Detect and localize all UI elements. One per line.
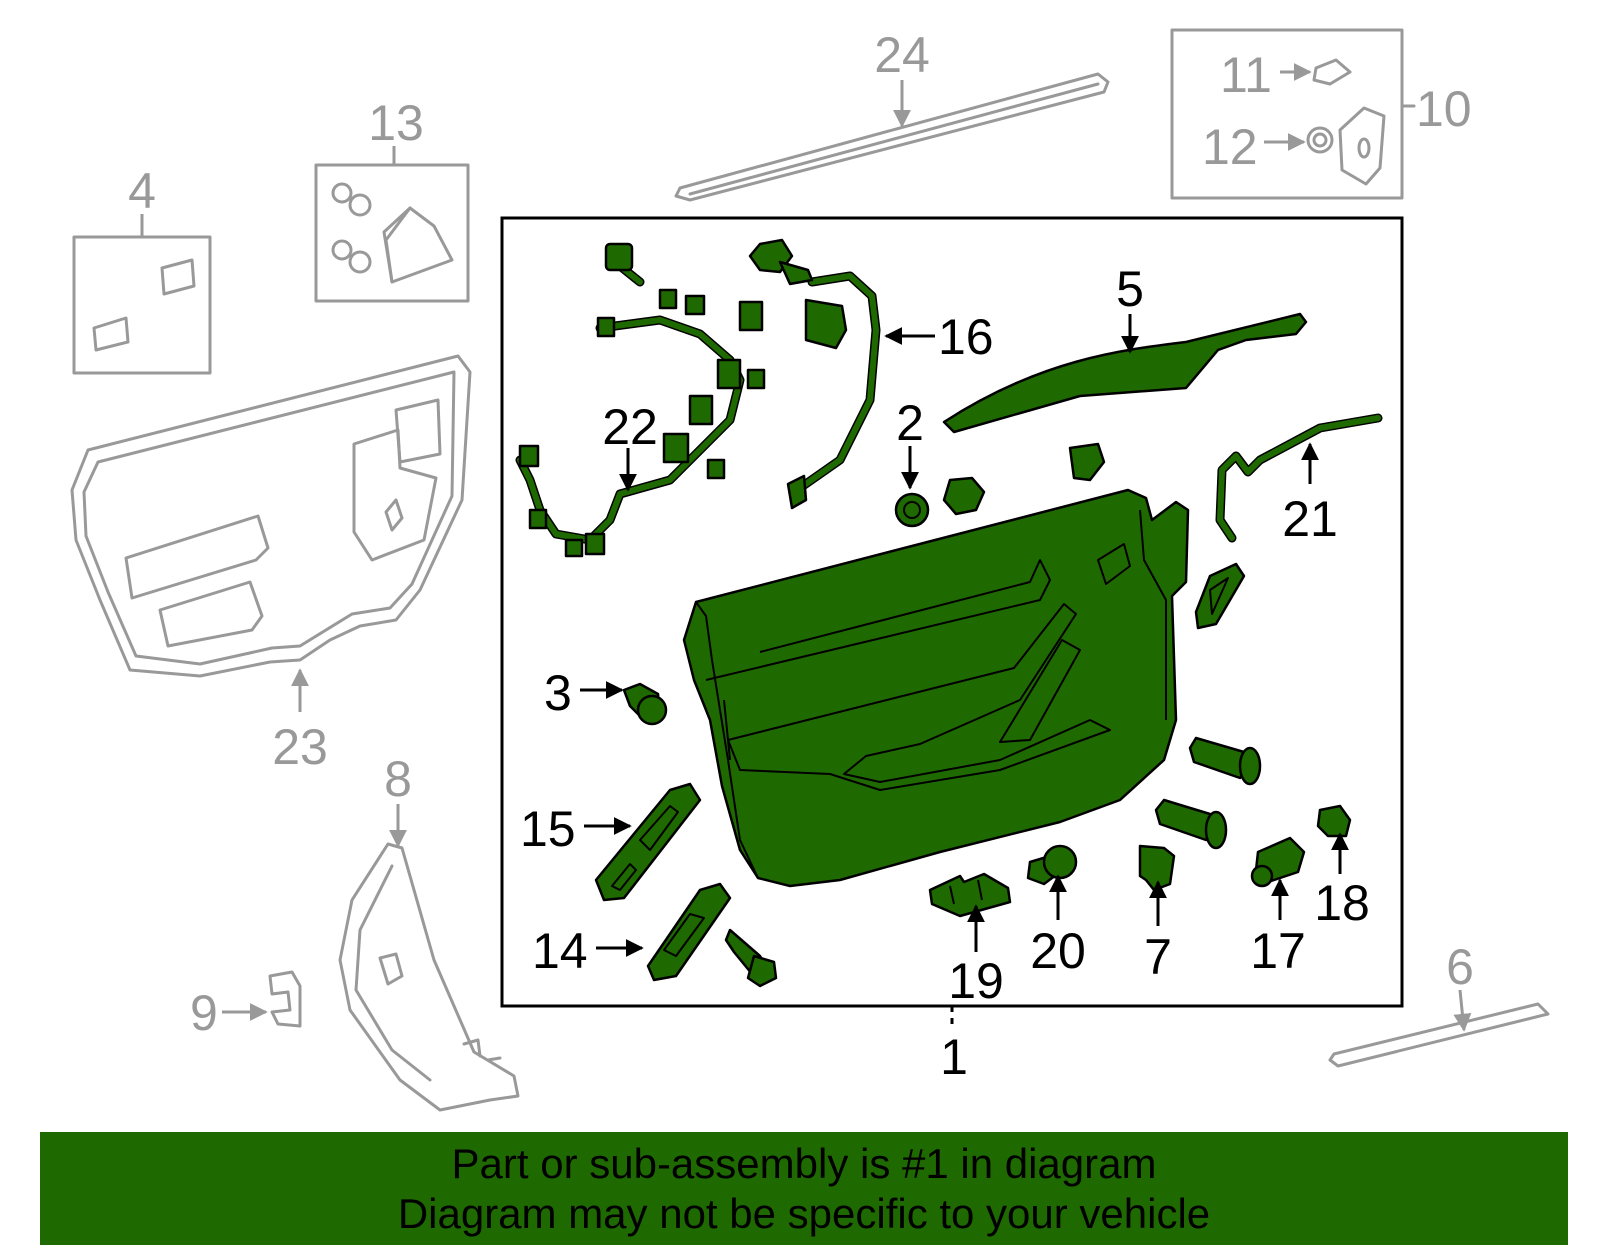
- callout-4: 4: [128, 163, 156, 219]
- part-6-molding: [1328, 1002, 1550, 1068]
- banner-line-1: Part or sub-assembly is #1 in diagram: [451, 1139, 1157, 1187]
- callout-6: 6: [1446, 939, 1474, 995]
- part-bolt-lower: [724, 928, 778, 988]
- callout-20: 20: [1030, 923, 1086, 979]
- part-23-door-panel: [70, 354, 472, 678]
- part-9-clip: [268, 970, 302, 1028]
- callout-3: 3: [544, 665, 572, 721]
- callout-22: 22: [602, 399, 658, 455]
- part-20-clip: [1026, 844, 1078, 886]
- part-bezel-right: [1194, 562, 1246, 630]
- banner-line-2: Diagram may not be specific to your vehi…: [397, 1189, 1211, 1237]
- callouts: 24 13 4 11 12 10 23 8 9 6 5 16 2 22 21 3…: [128, 27, 1474, 1085]
- part-3-screw: [622, 682, 668, 726]
- callout-13: 13: [368, 95, 424, 151]
- callout-16: 16: [938, 309, 994, 365]
- callout-18: 18: [1314, 875, 1370, 931]
- callout-5: 5: [1116, 261, 1144, 317]
- part-15-switch-panel: [594, 782, 702, 902]
- part-21-cable: [1215, 413, 1383, 543]
- part-8-trim: [338, 842, 520, 1112]
- callout-1: 1: [940, 1029, 968, 1085]
- callout-23: 23: [272, 719, 328, 775]
- part-17-clip: [1250, 836, 1306, 888]
- part-24-belt-molding: [674, 72, 1110, 202]
- part-5-upper-trim: [942, 312, 1308, 434]
- callout-7: 7: [1144, 929, 1172, 985]
- callout-17: 17: [1250, 923, 1306, 979]
- part-22-wiring-harness: [515, 242, 766, 558]
- part-10-kit: [1170, 28, 1416, 200]
- callout-2: 2: [896, 395, 924, 451]
- callout-21: 21: [1282, 491, 1338, 547]
- part-bolts-right: [1154, 736, 1262, 850]
- part-1-door-trim-panel: [682, 488, 1190, 888]
- callout-14: 14: [532, 923, 588, 979]
- callout-11: 11: [1220, 47, 1272, 103]
- callout-9: 9: [190, 985, 218, 1041]
- leader-lines: [140, 63, 1472, 1032]
- callout-24: 24: [874, 27, 930, 83]
- part-2-clip: [894, 442, 1106, 528]
- part-4-panel: [72, 235, 212, 375]
- callout-8: 8: [384, 751, 412, 807]
- callout-19: 19: [948, 953, 1004, 1009]
- callout-12: 12: [1202, 119, 1258, 175]
- callout-15: 15: [520, 801, 576, 857]
- callout-10: 10: [1416, 81, 1472, 137]
- info-banner: Part or sub-assembly is #1 in diagram Di…: [40, 1132, 1568, 1245]
- part-16-connector: [748, 238, 881, 510]
- part-14-switch-base: [646, 882, 732, 982]
- part-19-bracket: [928, 872, 1012, 918]
- part-13-kit: [314, 163, 470, 303]
- part-18-cap: [1316, 804, 1352, 838]
